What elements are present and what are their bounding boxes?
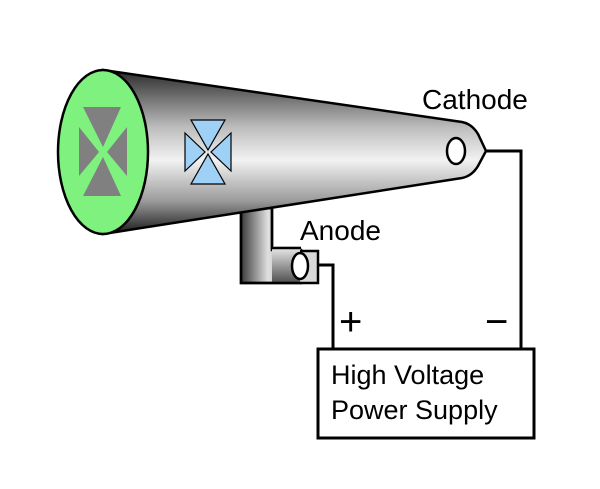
- minus-sign: −: [485, 300, 508, 344]
- maltese-cross: [184, 119, 232, 185]
- cross-shadow: [79, 107, 127, 196]
- high-voltage-power-supply: High Voltage Power Supply: [316, 347, 536, 440]
- plus-sign: +: [339, 300, 362, 344]
- fluorescent-screen: [56, 68, 150, 236]
- cathode-electrode: [445, 136, 467, 166]
- power-supply-label-line2: Power Supply: [331, 395, 498, 425]
- cathode-label: Cathode: [422, 84, 528, 115]
- anode-label: Anode: [300, 215, 381, 246]
- cathode-wire: [478, 149, 523, 349]
- circuit-wires: [318, 149, 523, 349]
- anode-arm: [239, 206, 320, 285]
- power-supply-label-line1: High Voltage: [331, 360, 484, 390]
- crt-tube: [56, 68, 488, 236]
- anode-wire: [318, 263, 335, 349]
- anode-electrode: [290, 251, 310, 281]
